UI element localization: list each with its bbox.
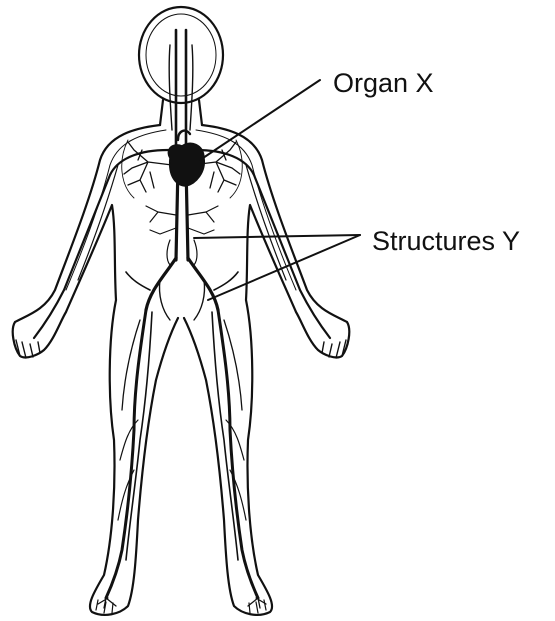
structures-y-leader-lower xyxy=(208,235,360,300)
structures-y-label: Structures Y xyxy=(372,228,520,255)
body-outline xyxy=(13,7,350,615)
blood-vessels xyxy=(34,30,330,608)
organ-x-label: Organ X xyxy=(333,70,434,97)
abdominal-vessels xyxy=(146,206,218,265)
organ-x-leader xyxy=(200,80,320,160)
